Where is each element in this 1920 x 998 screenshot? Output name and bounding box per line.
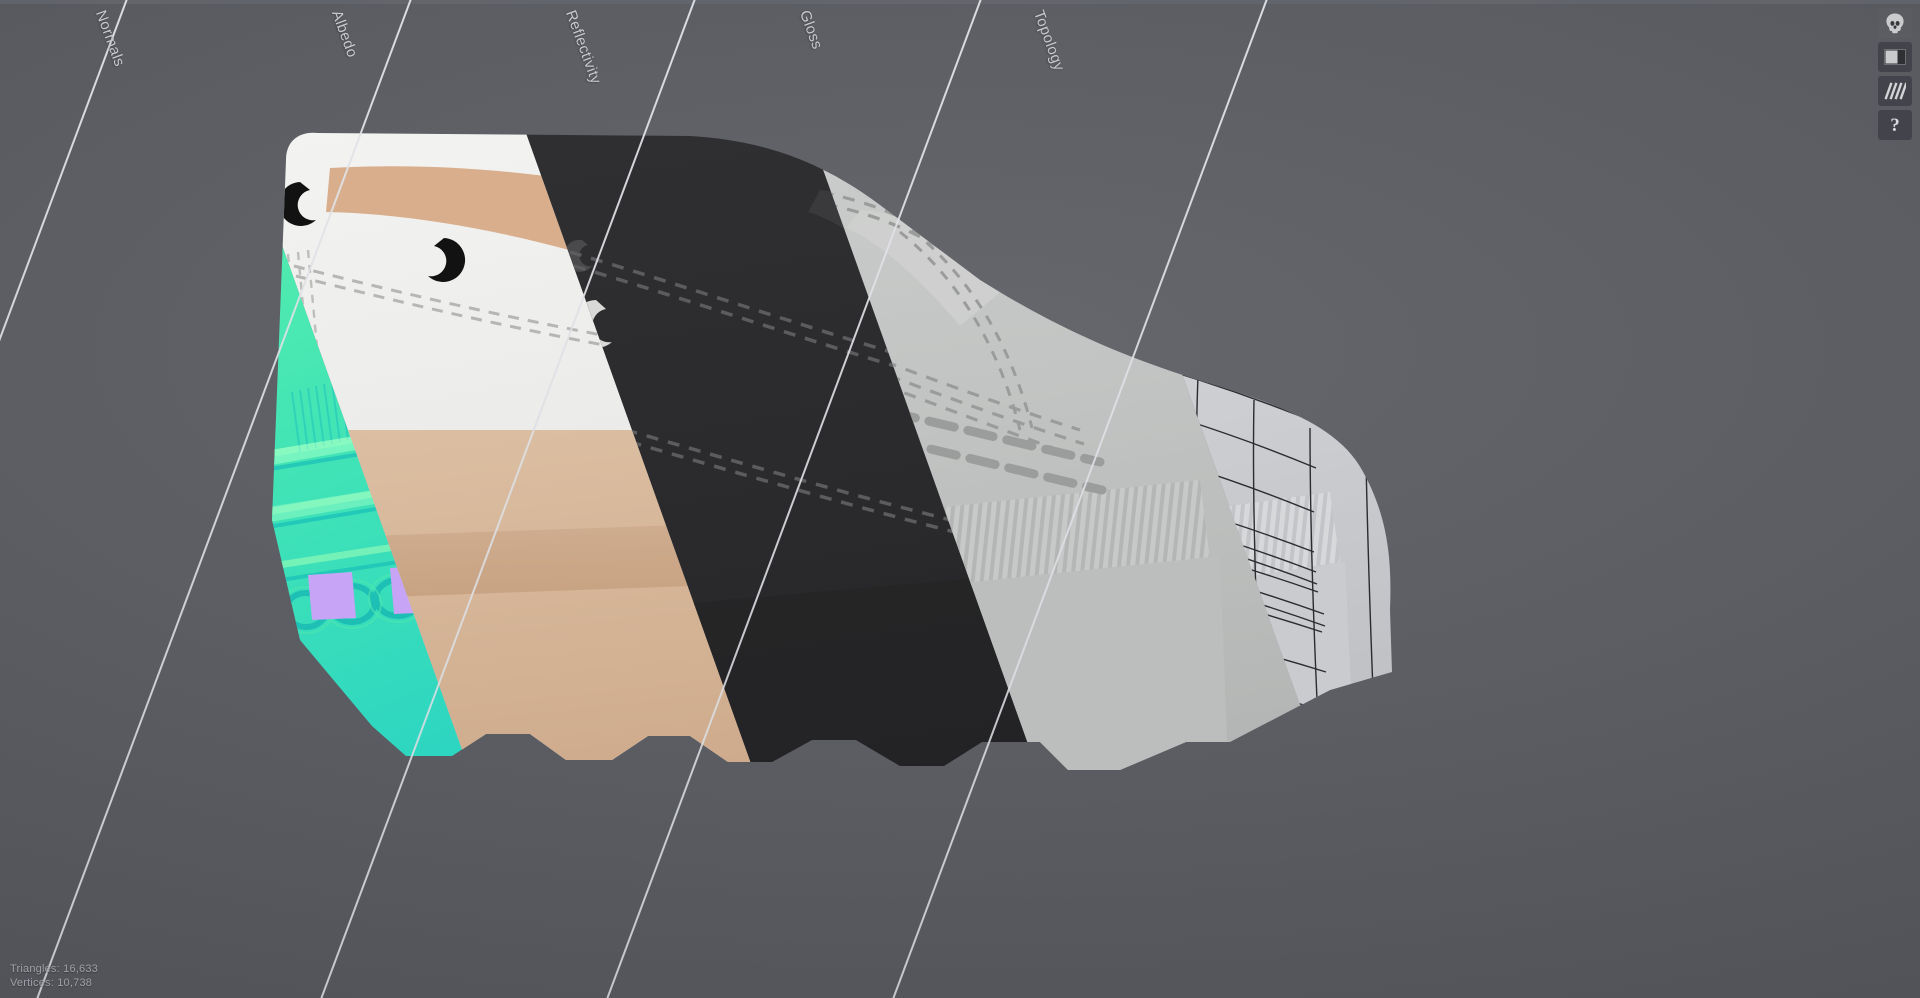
- hatch-lines-icon: [1884, 82, 1906, 100]
- question-icon: ?: [1890, 114, 1900, 136]
- model-stats: Triangles: 16,633 Vertices: 10,738: [10, 962, 98, 990]
- stat-vertices: Vertices: 10,738: [10, 977, 93, 989]
- stat-triangles: Triangles: 16,633: [10, 963, 98, 975]
- head-model-icon: [1883, 12, 1907, 34]
- panel-view-button[interactable]: [1878, 42, 1912, 72]
- model-inspector-button[interactable]: [1878, 8, 1912, 38]
- panel-split-icon: [1884, 49, 1906, 65]
- wireframe-view-button[interactable]: [1878, 76, 1912, 106]
- viewer-toolbar: ?: [1878, 8, 1912, 140]
- help-button[interactable]: ?: [1878, 110, 1912, 140]
